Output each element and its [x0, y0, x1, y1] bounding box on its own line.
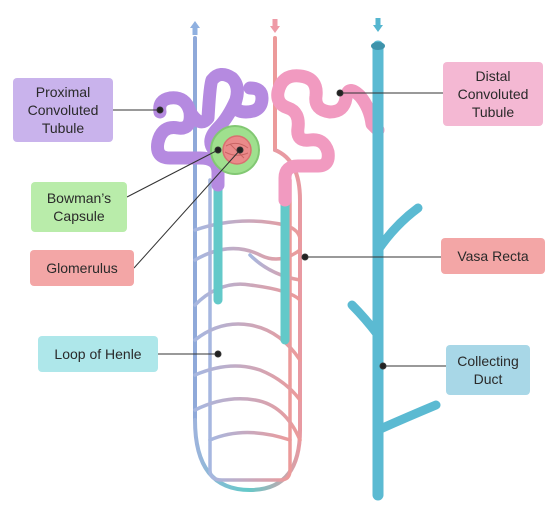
proximal-convoluted-tubule-label: Proximal Convoluted Tubule [13, 78, 113, 142]
down-arrow-icon [270, 19, 280, 33]
collecting-duct [347, 40, 441, 501]
collecting-duct-label: Collecting Duct [446, 345, 530, 395]
distal-convoluted-tubule [271, 69, 385, 207]
glomerulus-label: Glomerulus [30, 250, 134, 286]
up-arrow-icon [190, 21, 200, 35]
down-arrow-icon [373, 18, 383, 32]
vasa-recta-label: Vasa Recta [441, 238, 545, 274]
leader-lines [113, 89, 446, 370]
loop-of-henle-label: Loop of Henle [38, 336, 158, 372]
bowmans-capsule-label: Bowman’s Capsule [31, 182, 127, 232]
distal-convoluted-tubule-label: Distal Convoluted Tubule [443, 62, 543, 126]
